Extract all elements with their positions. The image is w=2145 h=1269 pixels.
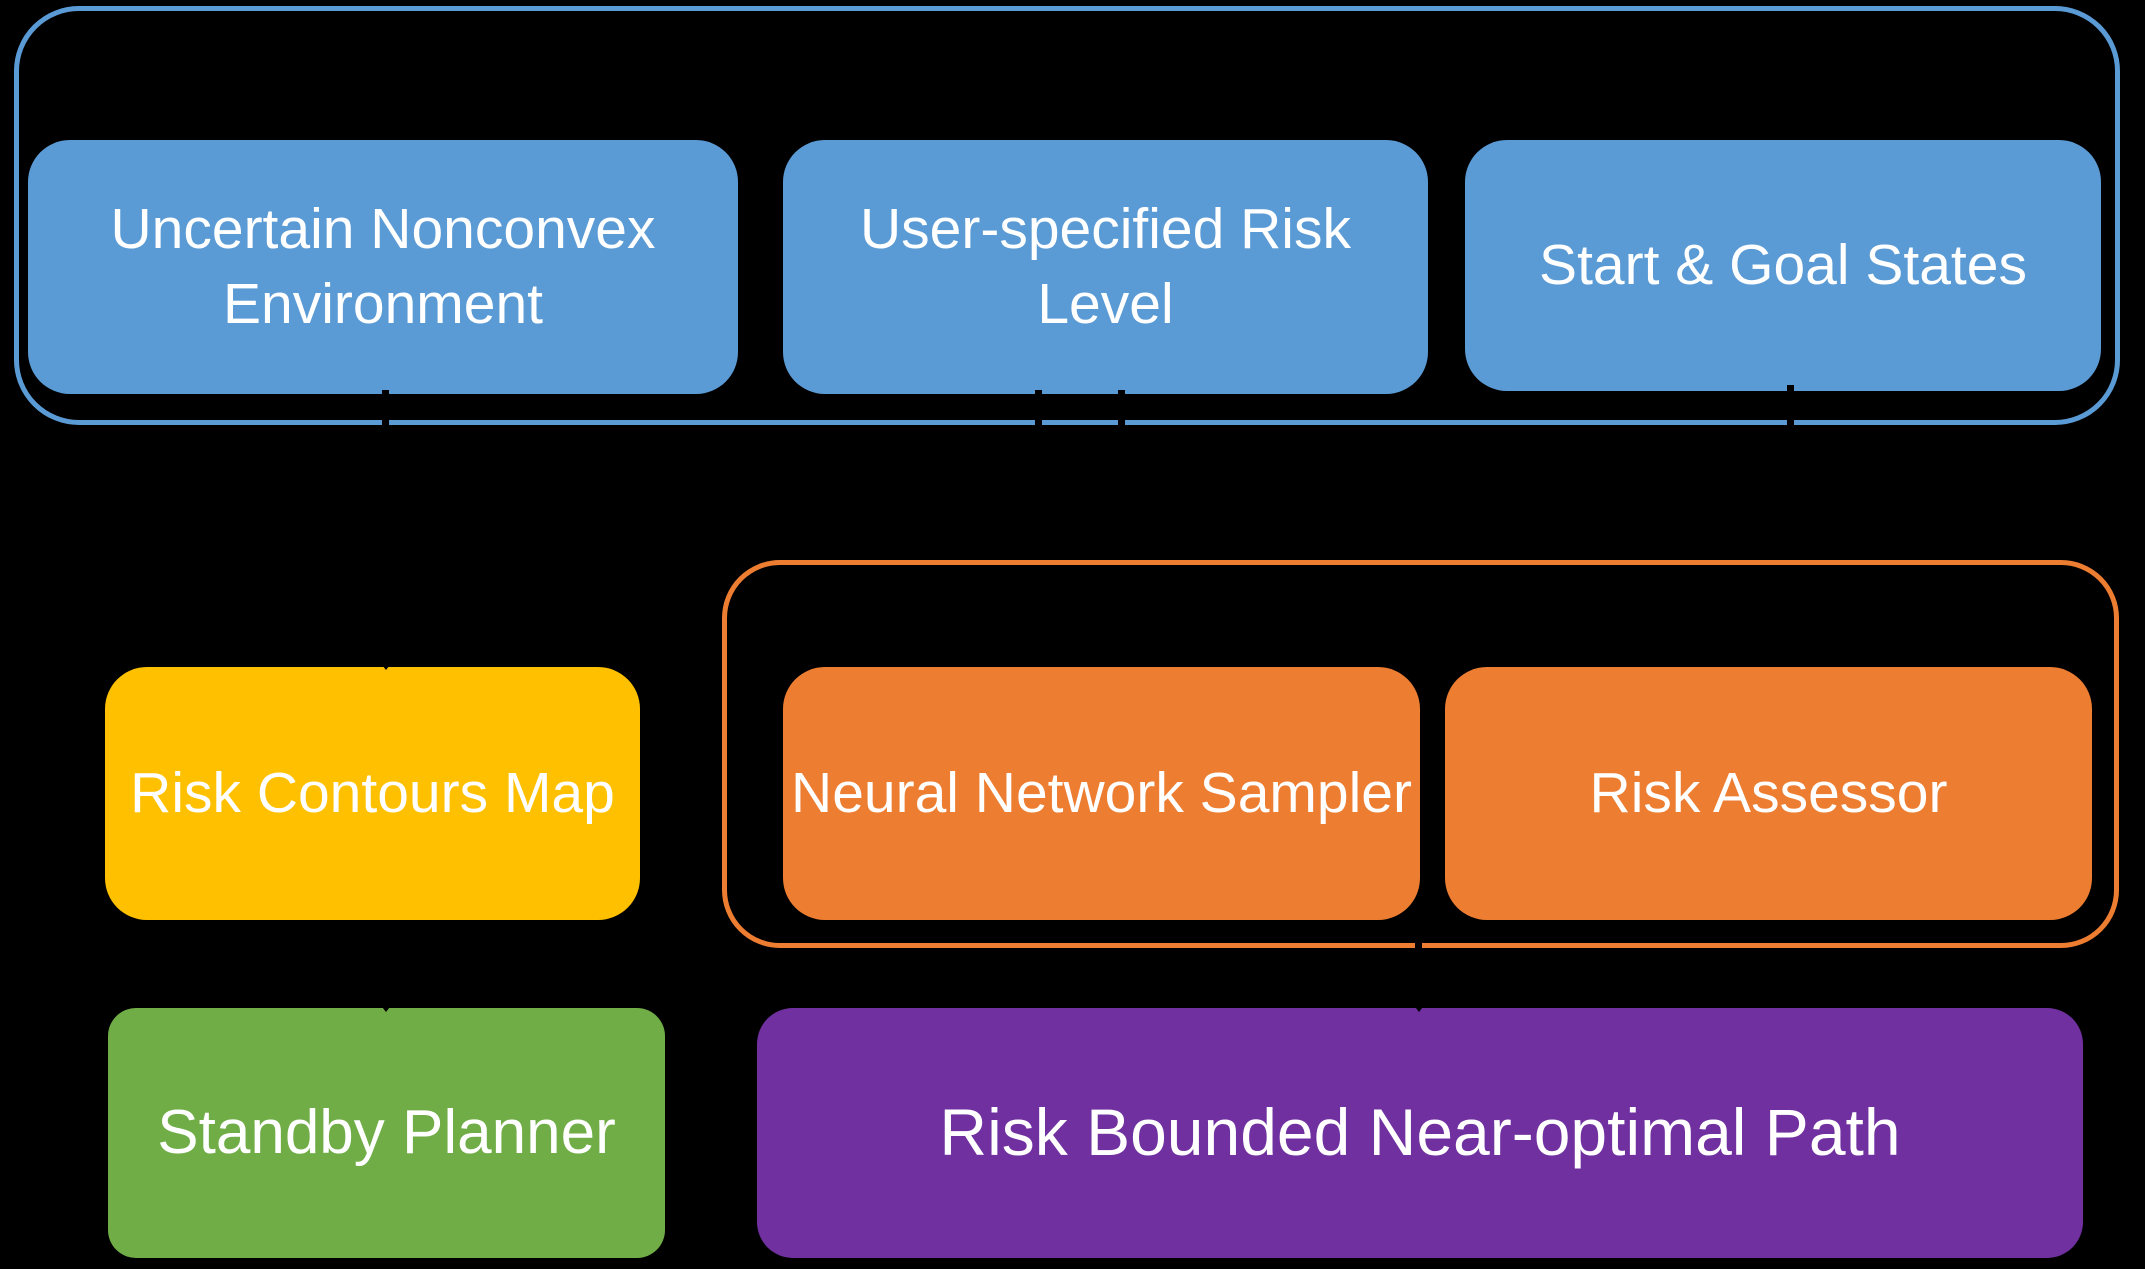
- arrowhead-icon: [1777, 538, 1805, 556]
- arrow-sampler-group-to-output-path: [1415, 938, 1422, 996]
- arrow-start-goal-to-sampler-group: [1787, 385, 1794, 540]
- arrow-risk-level-to-sampler-group-b: [1118, 390, 1125, 540]
- node-label: Risk Assessor: [1589, 760, 1948, 825]
- arrow-risk-level-to-sampler-group-a: [1035, 390, 1042, 540]
- node-label: Standby Planner: [157, 1098, 616, 1168]
- node-label: Start & Goal States: [1539, 232, 2027, 297]
- arrowhead-icon: [372, 994, 400, 1012]
- node-standby-planner: Standby Planner: [108, 1008, 665, 1258]
- node-label: User-specified Risk Level: [860, 196, 1351, 336]
- node-label: Risk Contours Map: [130, 760, 615, 825]
- node-risk-assessor: Risk Assessor: [1445, 667, 2092, 920]
- arrowhead-icon: [1025, 538, 1053, 556]
- node-label: Risk Bounded Near-optimal Path: [939, 1095, 1901, 1170]
- node-uncertain-nonconvex-environment: Uncertain Nonconvex Environment: [28, 140, 738, 394]
- arrowhead-icon: [1405, 994, 1433, 1012]
- inputs-group-outline: [14, 6, 2120, 425]
- node-risk-bounded-near-optimal-path: Risk Bounded Near-optimal Path: [757, 1008, 2083, 1258]
- arrow-risk-contours-to-standby-planner: [382, 924, 389, 996]
- node-user-specified-risk-level: User-specified Risk Level: [783, 140, 1428, 394]
- node-start-goal-states: Start & Goal States: [1465, 140, 2101, 391]
- node-label: Neural Network Sampler: [791, 760, 1412, 825]
- arrowhead-icon: [372, 652, 400, 670]
- node-neural-network-sampler: Neural Network Sampler: [783, 667, 1420, 920]
- node-risk-contours-map: Risk Contours Map: [105, 667, 640, 920]
- arrow-environment-to-risk-contours: [382, 390, 389, 652]
- arrowhead-icon: [1108, 538, 1136, 556]
- node-label: Uncertain Nonconvex Environment: [110, 196, 656, 336]
